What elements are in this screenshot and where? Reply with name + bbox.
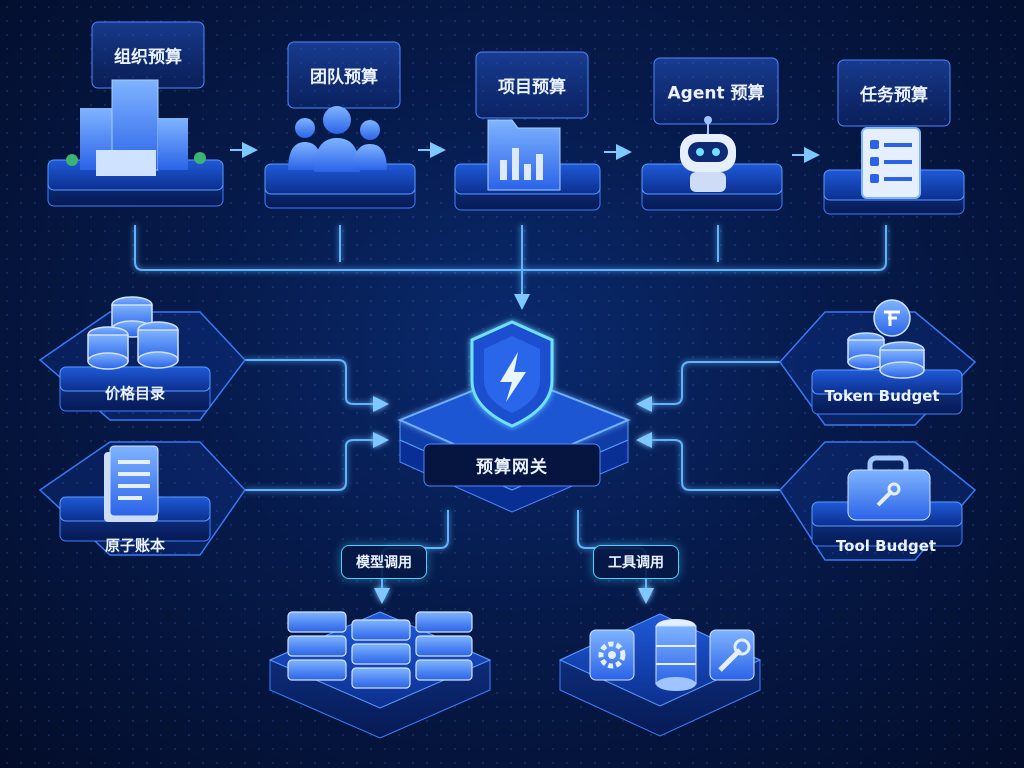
org-budget-label: 组织预算 [114, 47, 182, 68]
coins-stack-icon [87, 296, 179, 370]
shield-lightning-icon [470, 320, 554, 428]
team-budget-label: 团队预算 [310, 67, 378, 88]
token-budget-label: Token Budget [824, 387, 940, 405]
agent-budget-label: Agent 预算 [667, 83, 765, 104]
task-budget-label: 任务预算 [860, 85, 928, 106]
atomic-ledger-label: 原子账本 [104, 536, 166, 555]
team-icon [288, 106, 387, 172]
toolbox-icon [847, 455, 931, 521]
gateway-label: 预算网关 [476, 457, 548, 478]
flow-arrows [230, 142, 820, 163]
tools-icon [589, 619, 755, 691]
tool-budget-label: Tool Budget [835, 537, 937, 555]
model-call-label: 模型调用 [341, 545, 427, 579]
folder-chart-icon [487, 119, 561, 191]
server-stack-icon [287, 611, 473, 689]
building-icon [66, 79, 206, 176]
tool-call-label: 工具调用 [593, 545, 679, 579]
price-catalog-label: 价格目录 [104, 384, 166, 403]
gateway-label-box [423, 443, 601, 487]
robot-icon [680, 116, 736, 192]
project-budget-label: 项目预算 [498, 77, 566, 98]
ledger-icon [104, 445, 159, 522]
checklist-icon [861, 127, 921, 199]
token-coins-icon [847, 299, 925, 379]
